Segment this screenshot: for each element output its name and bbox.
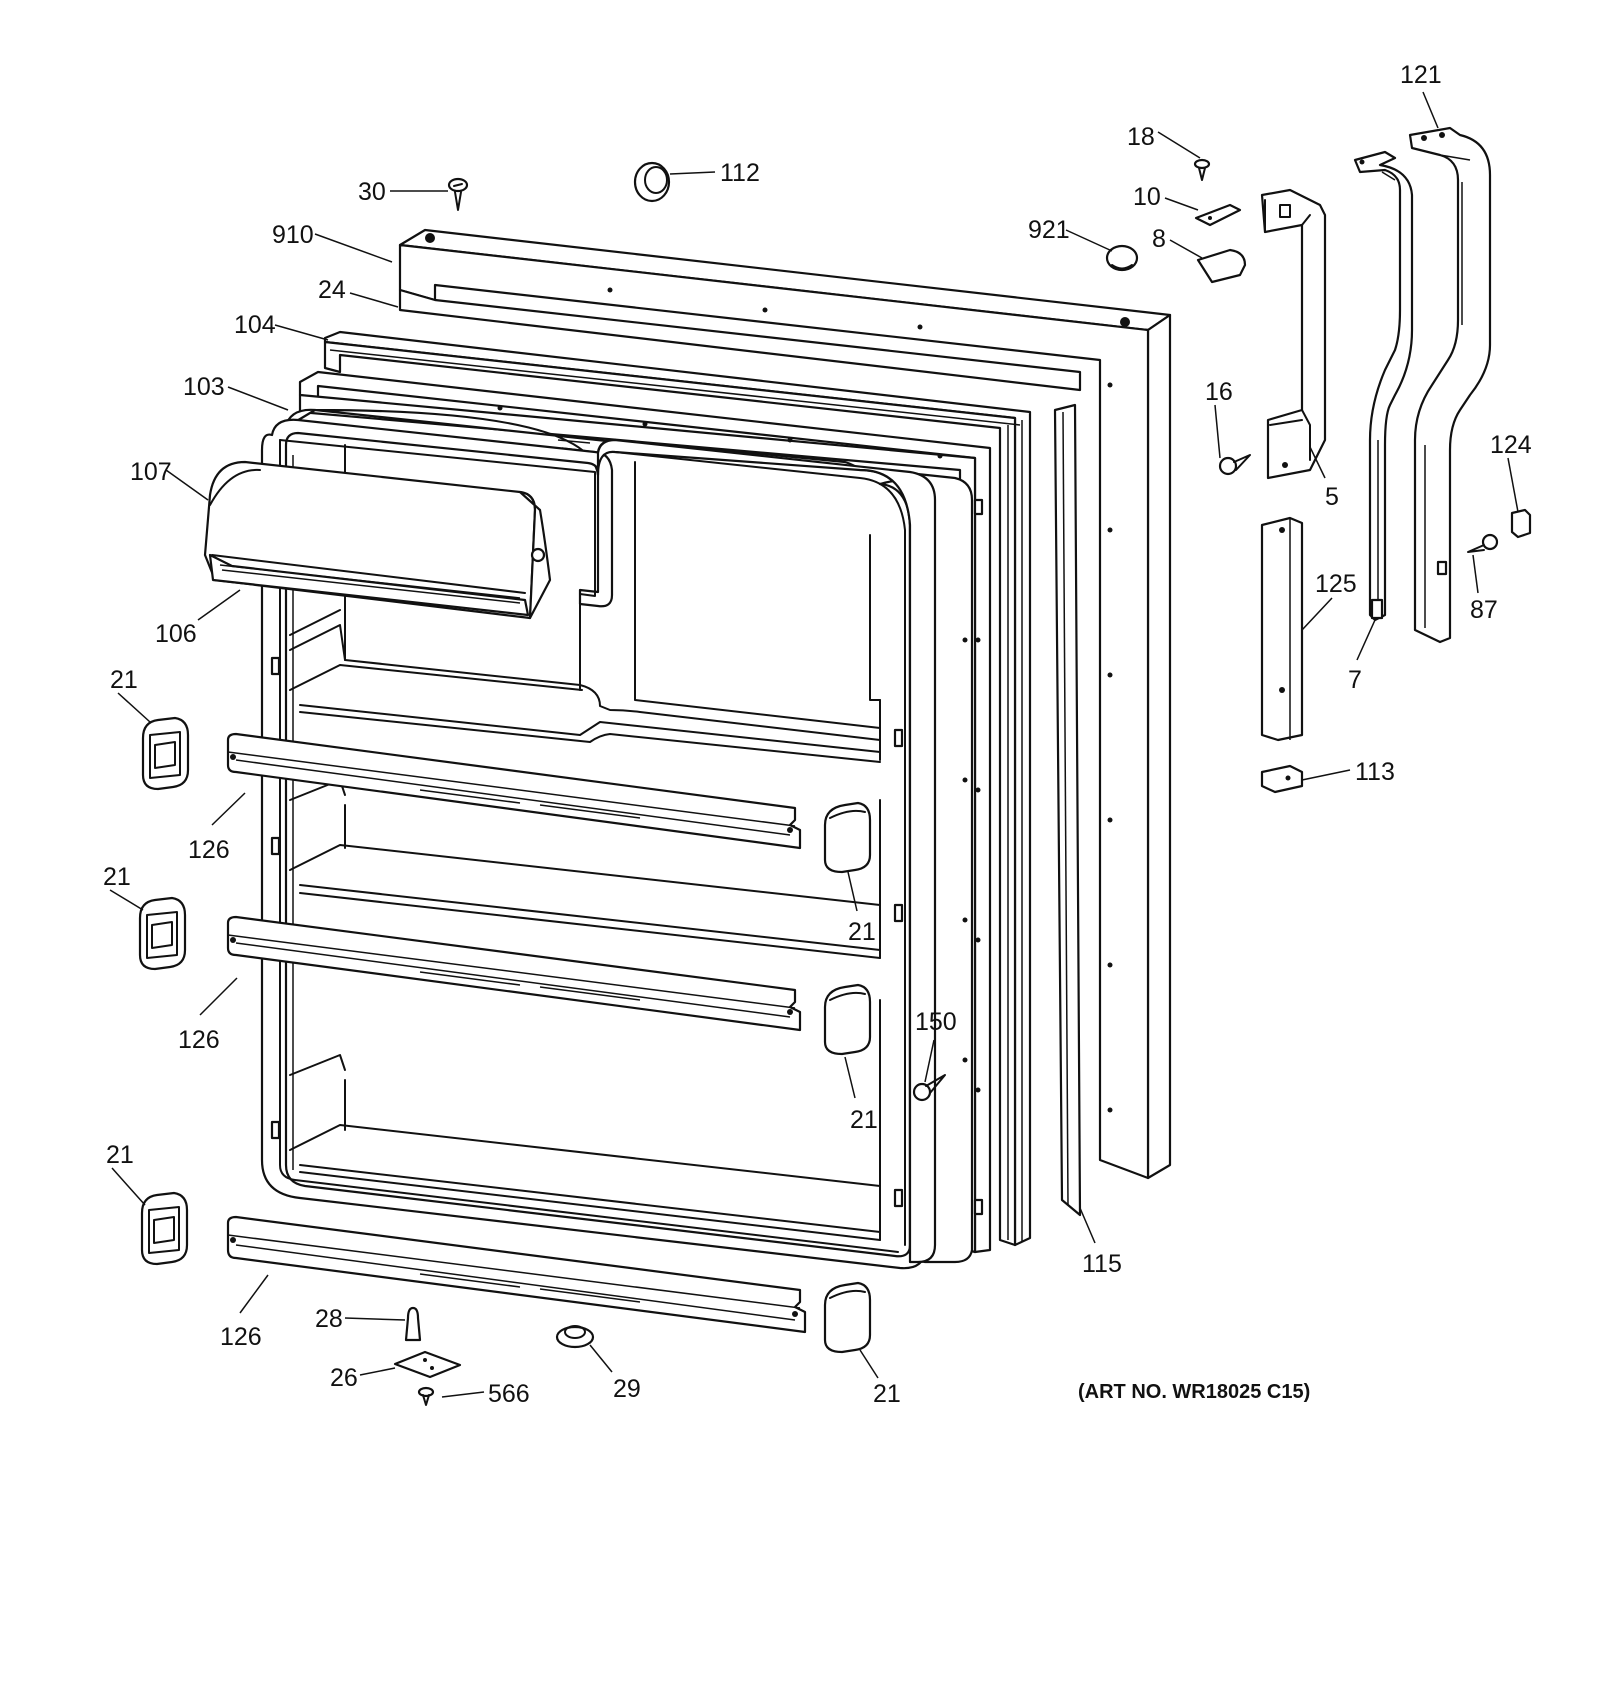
seal-strip bbox=[1053, 403, 1082, 1217]
callout-26: 26 bbox=[330, 1364, 358, 1392]
rail-end-cap-left-3 bbox=[140, 1191, 189, 1266]
callout-112: 112 bbox=[720, 159, 760, 187]
inner-door bbox=[260, 408, 984, 1270]
dairy-compartment bbox=[203, 439, 597, 620]
door-gasket bbox=[323, 330, 1032, 1247]
callout-21-f: 21 bbox=[873, 1380, 901, 1408]
callout-labels: 121 18 30 112 910 10 921 8 24 104 103 16… bbox=[103, 61, 1532, 1408]
callout-8: 8 bbox=[1152, 225, 1166, 253]
rail-end-cap-left-2 bbox=[138, 896, 187, 971]
callout-29: 29 bbox=[613, 1375, 641, 1403]
callout-113: 113 bbox=[1355, 758, 1395, 786]
rail-end-cap-right-3 bbox=[823, 1281, 872, 1354]
shelf-rail-middle bbox=[226, 915, 802, 1032]
screw-566 bbox=[417, 1386, 435, 1406]
rail-end-cap-left-1 bbox=[141, 716, 190, 791]
callout-115: 115 bbox=[1082, 1250, 1122, 1278]
callout-124: 124 bbox=[1490, 431, 1532, 459]
callout-921: 921 bbox=[1028, 216, 1070, 244]
screw-16 bbox=[1218, 454, 1251, 476]
grommet-29 bbox=[555, 1325, 595, 1349]
handle-5 bbox=[1260, 188, 1327, 480]
screw-150 bbox=[912, 1074, 946, 1102]
callout-21-e: 21 bbox=[106, 1141, 134, 1169]
callout-21-a: 21 bbox=[110, 666, 138, 694]
hinge-bracket-7 bbox=[1353, 150, 1414, 622]
screw-18 bbox=[1193, 158, 1211, 181]
plug-921 bbox=[1105, 244, 1139, 272]
shelf-rail-upper bbox=[226, 732, 802, 850]
outer-door-panel bbox=[398, 228, 1172, 1180]
bracket-10 bbox=[1194, 203, 1242, 227]
callout-21-d: 21 bbox=[850, 1106, 878, 1134]
callout-18: 18 bbox=[1127, 123, 1155, 151]
screw-87 bbox=[1467, 533, 1499, 553]
callout-150: 150 bbox=[915, 1008, 957, 1036]
callout-126-b: 126 bbox=[178, 1026, 220, 1054]
cap-8 bbox=[1196, 248, 1247, 284]
callout-126-a: 126 bbox=[188, 836, 230, 864]
shelf-rail-lower bbox=[226, 1215, 807, 1334]
callout-125: 125 bbox=[1315, 570, 1357, 598]
callout-103: 103 bbox=[183, 373, 225, 401]
stud-28 bbox=[404, 1306, 422, 1342]
callout-121: 121 bbox=[1400, 61, 1442, 89]
callout-28: 28 bbox=[315, 1305, 343, 1333]
callout-126-c: 126 bbox=[220, 1323, 262, 1351]
screw-30 bbox=[447, 177, 469, 211]
plate-26 bbox=[393, 1350, 462, 1379]
rail-end-cap-right-2 bbox=[823, 983, 872, 1056]
callout-107: 107 bbox=[130, 458, 172, 486]
callout-21-c: 21 bbox=[848, 918, 876, 946]
callout-566: 566 bbox=[488, 1380, 530, 1408]
leader-lines bbox=[109, 91, 1519, 1398]
callout-106: 106 bbox=[155, 620, 197, 648]
trim-125 bbox=[1260, 516, 1304, 742]
callout-104: 104 bbox=[234, 311, 276, 339]
art-number: (ART NO. WR18025 C15) bbox=[1078, 1381, 1310, 1403]
callout-24: 24 bbox=[318, 276, 346, 304]
callout-10: 10 bbox=[1133, 183, 1161, 211]
hinge-bracket-121 bbox=[1408, 126, 1492, 644]
callout-910: 910 bbox=[272, 221, 314, 249]
callout-21-b: 21 bbox=[103, 863, 131, 891]
callout-87: 87 bbox=[1470, 596, 1498, 624]
callout-30: 30 bbox=[358, 178, 386, 206]
clip-124 bbox=[1510, 508, 1532, 539]
callout-16: 16 bbox=[1205, 378, 1233, 406]
callout-5: 5 bbox=[1325, 483, 1339, 511]
rail-end-cap-right-1 bbox=[823, 801, 872, 874]
callout-7: 7 bbox=[1348, 666, 1362, 694]
block-113 bbox=[1260, 764, 1304, 794]
plug-112 bbox=[633, 161, 671, 203]
